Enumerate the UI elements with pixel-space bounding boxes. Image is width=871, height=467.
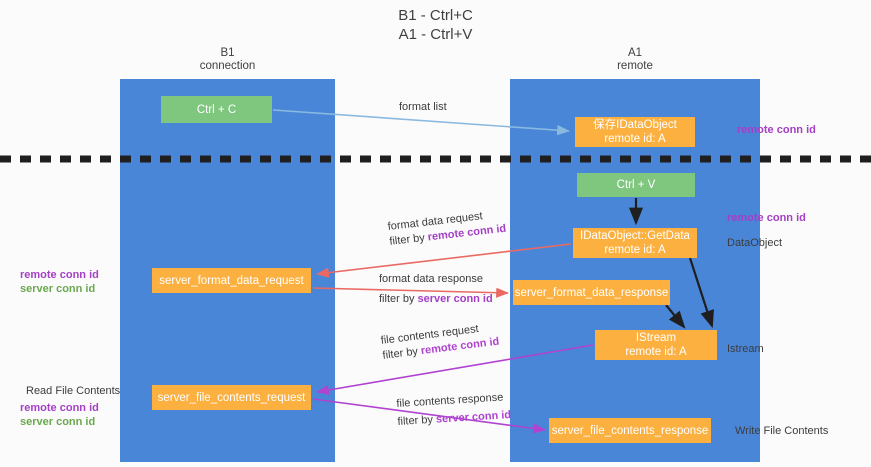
edge-label-format-data-request: format data request filter by remote con… bbox=[387, 207, 507, 250]
box-server-format-data-request-label: server_format_data_request bbox=[159, 274, 304, 287]
label-left-conn-ids-top: remote conn id server conn id bbox=[20, 268, 99, 296]
box-server-format-data-response[interactable]: server_format_data_response bbox=[513, 280, 670, 305]
label-write-file-contents: Write File Contents bbox=[735, 425, 829, 437]
box-save-idataobject-line1: 保存IDataObject bbox=[593, 119, 677, 131]
box-idataobject-getdata-line1: IDataObject::GetData bbox=[580, 230, 690, 242]
label-dataobject: DataObject bbox=[727, 237, 783, 249]
edge-label-file-contents-request: file contents request filter by remote c… bbox=[380, 320, 500, 364]
box-server-file-contents-request-label: server_file_contents_request bbox=[157, 391, 306, 404]
edge-label-format-data-request-filter-prefix: filter by bbox=[388, 231, 429, 248]
page-title: B1 - Ctrl+C A1 - Ctrl+V bbox=[0, 6, 871, 44]
edge-label-format-list: format list bbox=[399, 100, 447, 115]
box-server-file-contents-response[interactable]: server_file_contents_response bbox=[549, 418, 711, 443]
box-server-file-contents-response-label: server_file_contents_response bbox=[551, 424, 709, 437]
box-save-idataobject[interactable]: 保存IDataObject remote id: A bbox=[575, 117, 695, 147]
label-left-server-conn-id-2: server conn id bbox=[20, 416, 96, 428]
box-server-format-data-request[interactable]: server_format_data_request bbox=[152, 268, 311, 293]
edge-label-format-data-response: format data response filter by server co… bbox=[379, 272, 493, 307]
box-ctrl-v[interactable]: Ctrl + V bbox=[577, 173, 695, 197]
column-header-b1-role: connection bbox=[199, 60, 256, 72]
box-ctrl-c[interactable]: Ctrl + C bbox=[161, 96, 272, 123]
edge-label-file-contents-request-filter-prefix: filter by bbox=[381, 345, 422, 362]
edge-label-format-data-response-filter-prefix: filter by bbox=[379, 293, 418, 305]
box-ctrl-c-line1: Ctrl + C bbox=[196, 103, 237, 116]
edge-label-file-contents-response: file contents response filter by server … bbox=[396, 390, 512, 430]
label-remote-conn-id-mid: remote conn id bbox=[727, 212, 806, 224]
column-header-a1: A1 remote bbox=[510, 47, 760, 73]
box-save-idataobject-line2: remote id: A bbox=[604, 133, 666, 145]
label-left-conn-ids-bottom: remote conn id server conn id bbox=[20, 401, 99, 429]
label-read-file-contents: Read File Contents bbox=[26, 385, 121, 397]
box-istream-line2: remote id: A bbox=[625, 346, 687, 358]
box-idataobject-getdata-line2: remote id: A bbox=[604, 244, 666, 256]
edge-label-format-data-response-filter-key: server conn id bbox=[417, 293, 493, 305]
edge-label-file-contents-response-filter-key: server conn id bbox=[435, 409, 512, 426]
edge-label-file-contents-response-filter-prefix: filter by bbox=[397, 413, 437, 428]
column-header-b1: B1 connection bbox=[120, 47, 335, 73]
edge-label-format-data-response-text: format data response bbox=[379, 273, 483, 285]
box-istream[interactable]: IStream remote id: A bbox=[595, 330, 717, 360]
column-header-a1-name: A1 bbox=[627, 47, 643, 59]
label-left-server-conn-id: server conn id bbox=[20, 283, 96, 295]
column-header-b1-name: B1 bbox=[220, 47, 235, 59]
edge-label-format-list-text: format list bbox=[399, 101, 447, 113]
box-ctrl-v-line1: Ctrl + V bbox=[616, 179, 656, 191]
box-server-file-contents-request[interactable]: server_file_contents_request bbox=[152, 385, 311, 410]
label-istream: Istream bbox=[727, 343, 764, 355]
column-header-a1-role: remote bbox=[617, 60, 653, 72]
title-line-1: B1 - Ctrl+C bbox=[398, 7, 473, 24]
label-left-remote-conn-id: remote conn id bbox=[20, 269, 99, 281]
box-idataobject-getdata[interactable]: IDataObject::GetData remote id: A bbox=[573, 228, 697, 258]
label-left-remote-conn-id-2: remote conn id bbox=[20, 402, 99, 414]
box-istream-line1: IStream bbox=[635, 332, 677, 344]
label-remote-conn-id-top: remote conn id bbox=[737, 124, 816, 136]
box-server-format-data-response-label: server_format_data_response bbox=[514, 286, 669, 299]
title-line-2: A1 - Ctrl+V bbox=[398, 26, 473, 43]
